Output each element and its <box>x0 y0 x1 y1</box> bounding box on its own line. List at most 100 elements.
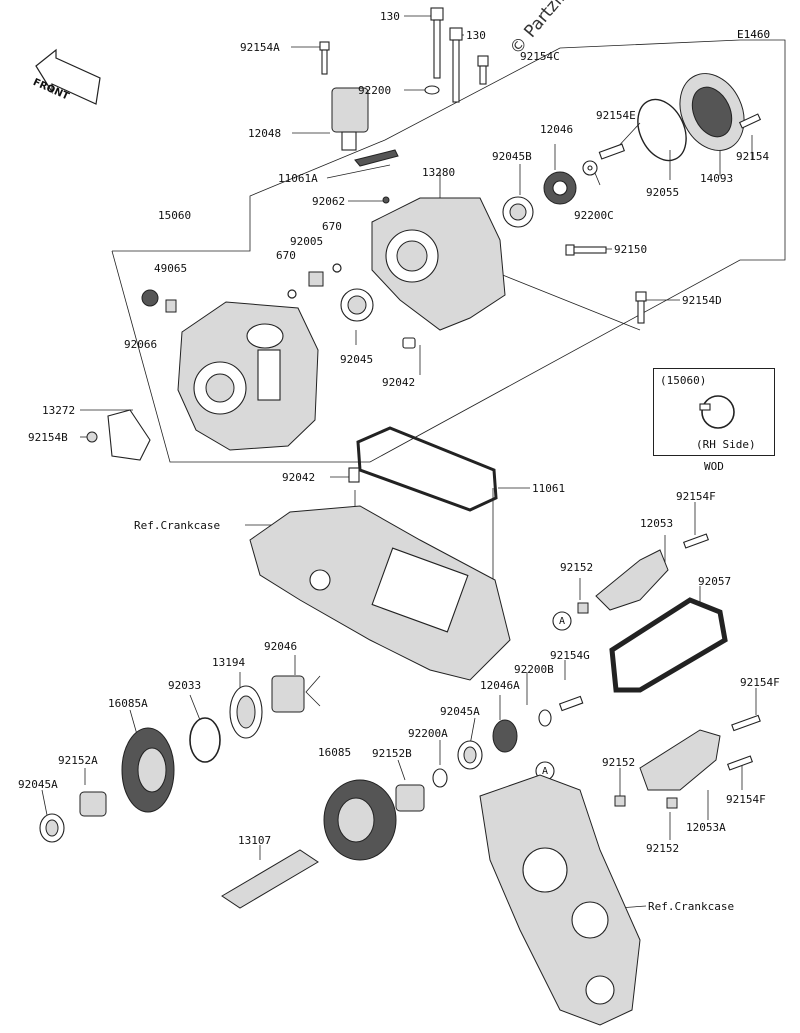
label-13280: 13280 <box>422 166 456 179</box>
part-92154b <box>86 431 98 443</box>
part-92154d <box>635 291 647 324</box>
label-92154c: 92154C <box>520 50 560 63</box>
part-92042-b <box>348 467 360 483</box>
label-15060: 15060 <box>158 209 192 222</box>
part-92152-a <box>577 602 589 614</box>
label-92152-c: 92152 <box>646 842 680 855</box>
label-14093: 14093 <box>700 172 734 185</box>
part-92154f-3 <box>726 755 754 771</box>
label-92154f-2: 92154F <box>740 676 780 689</box>
callout-a-1: A <box>559 616 566 627</box>
part-92200b <box>538 709 552 727</box>
inset-side: (RH Side) <box>696 438 756 451</box>
label-92152-a: 92152 <box>560 561 594 574</box>
inset-ring-icon <box>699 395 735 429</box>
part-92042-a <box>402 337 416 349</box>
label-92152b: 92152B <box>372 747 412 760</box>
part-92152a <box>79 791 107 817</box>
label-ref-crankcase-2: Ref.Crankcase <box>648 900 735 913</box>
part-670-a <box>287 289 297 299</box>
diagram-code: E1460 <box>737 28 771 41</box>
label-92200: 92200 <box>358 84 392 97</box>
label-92200c: 92200C <box>574 209 614 222</box>
part-49065 <box>165 299 177 313</box>
label-92154: 92154 <box>736 150 770 163</box>
label-92154d: 92154D <box>682 294 722 307</box>
label-92033: 92033 <box>168 679 202 692</box>
callout-a-2: A <box>542 766 549 777</box>
part-92154e <box>598 143 626 160</box>
label-13194: 13194 <box>212 656 246 669</box>
label-12046: 12046 <box>540 123 574 136</box>
part-92045 <box>340 288 374 322</box>
part-12046a <box>492 719 518 753</box>
label-92046: 92046 <box>264 640 298 653</box>
ref-crankcase-upper <box>249 505 511 681</box>
label-92042-b: 92042 <box>282 471 316 484</box>
label-92057: 92057 <box>698 575 732 588</box>
part-670-b <box>332 263 342 273</box>
part-92152-b <box>614 795 626 807</box>
label-12048: 12048 <box>248 127 282 140</box>
label-92042-a: 92042 <box>382 376 416 389</box>
label-92200a: 92200A <box>408 727 448 740</box>
label-92200b: 92200B <box>514 663 554 676</box>
label-11061: 11061 <box>532 482 566 495</box>
label-92154a: 92154A <box>240 41 280 54</box>
label-13272: 13272 <box>42 404 76 417</box>
label-49065: 49065 <box>154 262 188 275</box>
part-92154f-2 <box>731 714 761 732</box>
label-16085: 16085 <box>318 746 352 759</box>
label-13107: 13107 <box>238 834 272 847</box>
part-12046 <box>543 171 577 205</box>
part-12048 <box>331 87 399 167</box>
part-12053a <box>639 729 721 791</box>
part-92200a <box>432 768 448 788</box>
label-670-b: 670 <box>322 220 342 233</box>
part-92152-c <box>666 797 678 809</box>
part-13280 <box>371 197 506 331</box>
part-92154g <box>558 695 584 712</box>
label-92154f-3: 92154F <box>726 793 766 806</box>
label-92154g: 92154G <box>550 649 590 662</box>
label-12053: 12053 <box>640 517 674 530</box>
label-92066: 92066 <box>124 338 158 351</box>
label-92045b: 92045B <box>492 150 532 163</box>
label-130-b: 130 <box>466 29 486 42</box>
part-92200c <box>582 160 598 176</box>
label-12053a: 12053A <box>686 821 726 834</box>
label-92152a: 92152A <box>58 754 98 767</box>
part-92045b <box>502 196 534 228</box>
front-arrow-icon <box>35 48 101 105</box>
label-130-a: 130 <box>380 10 400 23</box>
label-670-a: 670 <box>276 249 296 262</box>
part-92033 <box>189 717 221 763</box>
label-92152-b: 92152 <box>602 756 636 769</box>
part-15060 <box>177 301 319 451</box>
label-92062: 92062 <box>312 195 346 208</box>
part-12053 <box>595 549 669 611</box>
callout-a-1-circle <box>552 611 572 631</box>
ref-crankcase-lower <box>479 774 641 1026</box>
part-92066 <box>141 289 159 307</box>
label-92005: 92005 <box>290 235 324 248</box>
part-16085 <box>323 779 397 861</box>
inset-box <box>653 368 775 456</box>
bolts-top <box>319 7 489 204</box>
part-92046 <box>271 675 305 713</box>
leader-lines <box>41 15 757 911</box>
part-92150 <box>565 244 607 256</box>
inset-caption: WOD <box>704 460 724 473</box>
part-92055 <box>637 98 687 162</box>
label-16085a: 16085A <box>108 697 148 710</box>
part-16085a <box>121 727 175 813</box>
label-92045: 92045 <box>340 353 374 366</box>
part-92005 <box>308 271 324 287</box>
part-13107 <box>221 849 319 909</box>
label-12046a: 12046A <box>480 679 520 692</box>
label-92045a-2: 92045A <box>18 778 58 791</box>
label-92154e: 92154E <box>596 109 636 122</box>
part-14093 <box>679 73 745 151</box>
